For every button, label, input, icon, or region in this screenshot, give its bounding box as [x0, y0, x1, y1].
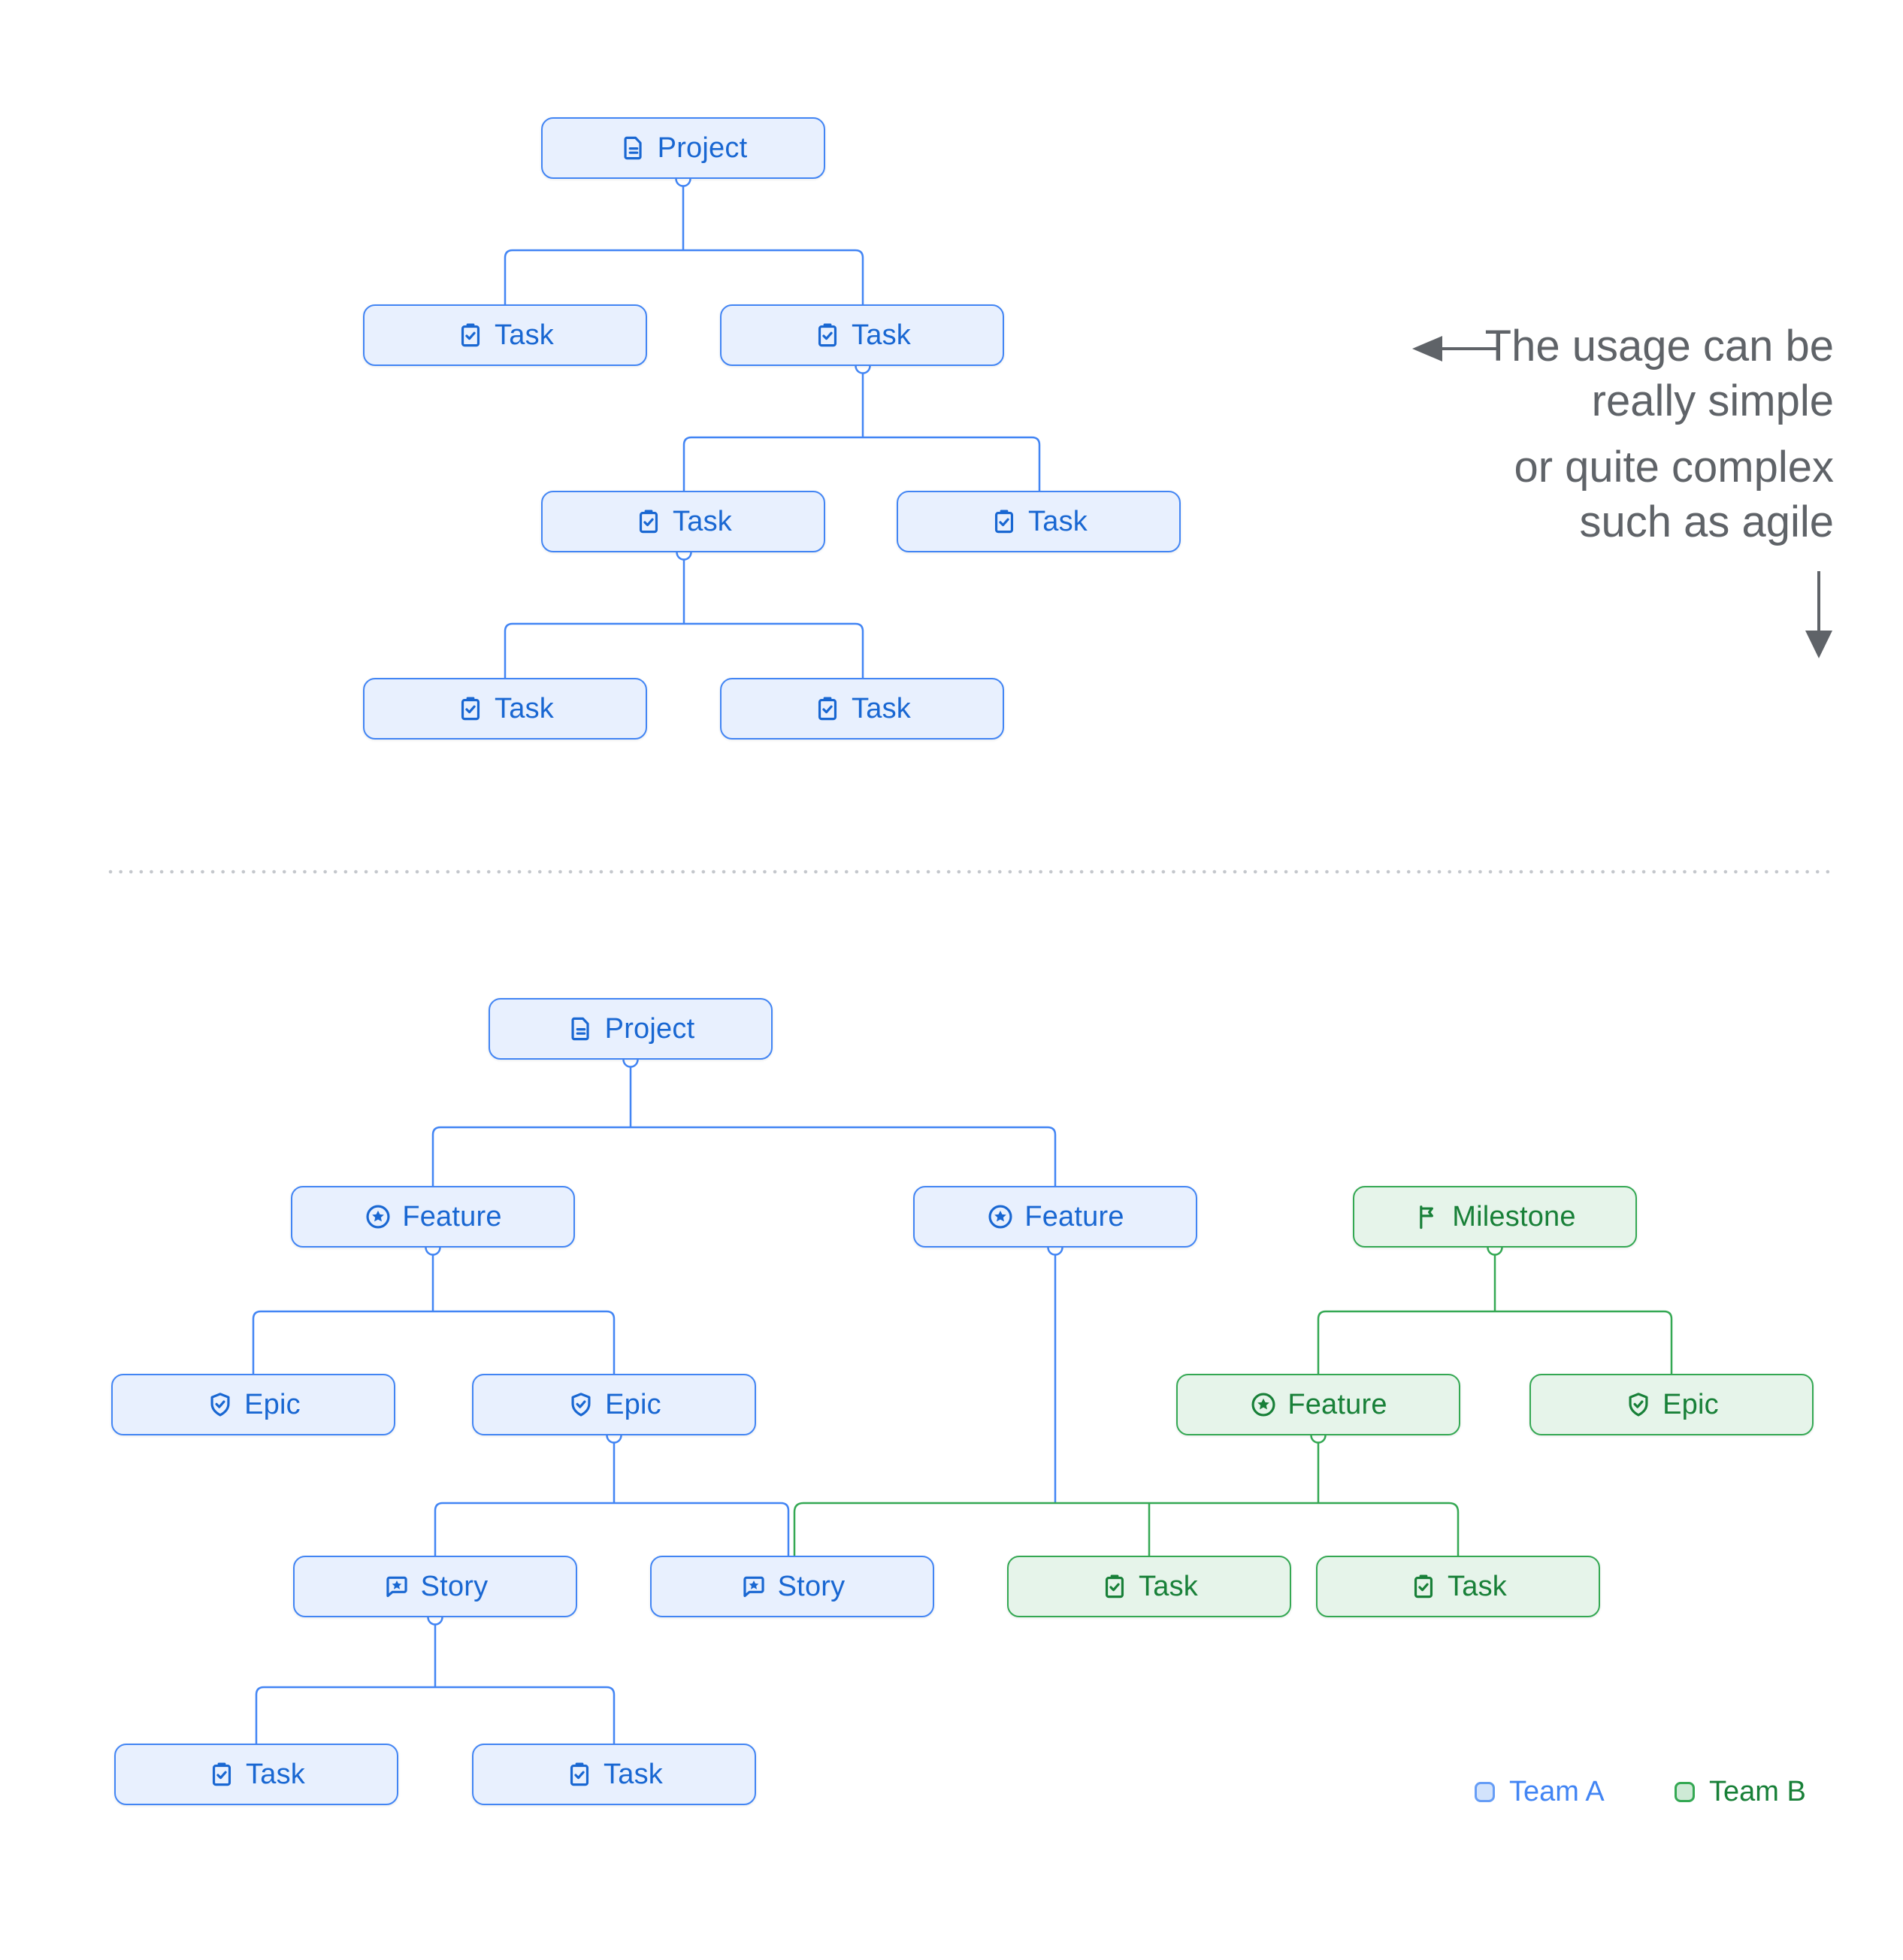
- node-label: Project: [657, 132, 748, 164]
- legend-label: Team A: [1509, 1776, 1605, 1807]
- node-task: Task: [472, 1744, 756, 1805]
- node-label: Task: [1028, 505, 1088, 537]
- task-icon: [813, 321, 842, 349]
- node-epic: Epic: [1529, 1374, 1814, 1435]
- annotation-line: such as agile: [1579, 498, 1834, 546]
- task-icon: [1100, 1572, 1129, 1601]
- epic-icon: [206, 1390, 234, 1419]
- node-task: Task: [363, 678, 647, 740]
- node-label: Epic: [244, 1388, 301, 1420]
- node-label: Story: [420, 1570, 489, 1602]
- legend-team-a: Team A: [1475, 1776, 1605, 1808]
- node-task: Task: [1007, 1556, 1291, 1617]
- node-label: Epic: [605, 1388, 661, 1420]
- node-label: Epic: [1662, 1388, 1719, 1420]
- annotation-line: The usage can be: [1484, 322, 1834, 371]
- task-icon: [456, 694, 485, 723]
- node-task: Task: [363, 304, 647, 366]
- project-icon: [567, 1015, 595, 1043]
- feature-icon: [1249, 1390, 1278, 1419]
- node-epic: Epic: [472, 1374, 756, 1435]
- annotation-paragraph-2: or quite complex such as agile: [1485, 440, 1834, 549]
- node-label: Milestone: [1452, 1200, 1576, 1233]
- node-label: Task: [604, 1758, 663, 1790]
- story-icon: [383, 1572, 411, 1601]
- node-label: Task: [495, 692, 554, 724]
- node-milestone: Milestone: [1353, 1186, 1637, 1248]
- task-icon: [207, 1760, 236, 1789]
- annotation-note: The usage can be really simple or quite …: [1485, 319, 1834, 549]
- node-label: Task: [495, 319, 554, 351]
- task-icon: [565, 1760, 594, 1789]
- node-epic: Epic: [111, 1374, 395, 1435]
- legend-label: Team B: [1709, 1776, 1806, 1807]
- epic-icon: [1624, 1390, 1653, 1419]
- task-icon: [634, 507, 663, 536]
- task-icon: [456, 321, 485, 349]
- story-icon: [740, 1572, 768, 1601]
- team-b-swatch: [1675, 1782, 1695, 1802]
- node-project: Project: [489, 998, 773, 1060]
- node-story: Story: [293, 1556, 577, 1617]
- node-label: Feature: [1024, 1200, 1124, 1233]
- node-label: Task: [1448, 1570, 1507, 1602]
- node-label: Feature: [1287, 1388, 1387, 1420]
- node-task: Task: [1316, 1556, 1600, 1617]
- node-label: Story: [777, 1570, 846, 1602]
- node-label: Task: [673, 505, 732, 537]
- legend-team-b: Team B: [1675, 1776, 1806, 1808]
- node-label: Task: [852, 692, 911, 724]
- node-feature: Feature: [1176, 1374, 1460, 1435]
- down-arrow-icon: [1805, 571, 1832, 658]
- node-feature: Feature: [291, 1186, 575, 1248]
- node-task: Task: [720, 304, 1004, 366]
- annotation-paragraph-1: The usage can be really simple: [1485, 319, 1834, 428]
- node-label: Task: [246, 1758, 305, 1790]
- project-icon: [619, 134, 648, 162]
- node-task: Task: [541, 491, 825, 552]
- task-icon: [990, 507, 1018, 536]
- node-label: Project: [604, 1012, 695, 1045]
- task-icon: [1409, 1572, 1438, 1601]
- node-label: Feature: [402, 1200, 502, 1233]
- node-task: Task: [720, 678, 1004, 740]
- node-label: Task: [1139, 1570, 1198, 1602]
- epic-icon: [567, 1390, 595, 1419]
- feature-icon: [986, 1202, 1015, 1231]
- node-task: Task: [897, 491, 1181, 552]
- node-feature: Feature: [913, 1186, 1197, 1248]
- node-story: Story: [650, 1556, 934, 1617]
- left-arrow-icon: [1412, 336, 1499, 361]
- milestone-icon: [1414, 1202, 1442, 1231]
- node-label: Task: [852, 319, 911, 351]
- annotation-line: or quite complex: [1514, 443, 1834, 492]
- task-icon: [813, 694, 842, 723]
- node-project: Project: [541, 117, 825, 179]
- node-task: Task: [114, 1744, 398, 1805]
- team-a-swatch: [1475, 1782, 1495, 1802]
- annotation-line: really simple: [1591, 377, 1834, 425]
- feature-icon: [364, 1202, 392, 1231]
